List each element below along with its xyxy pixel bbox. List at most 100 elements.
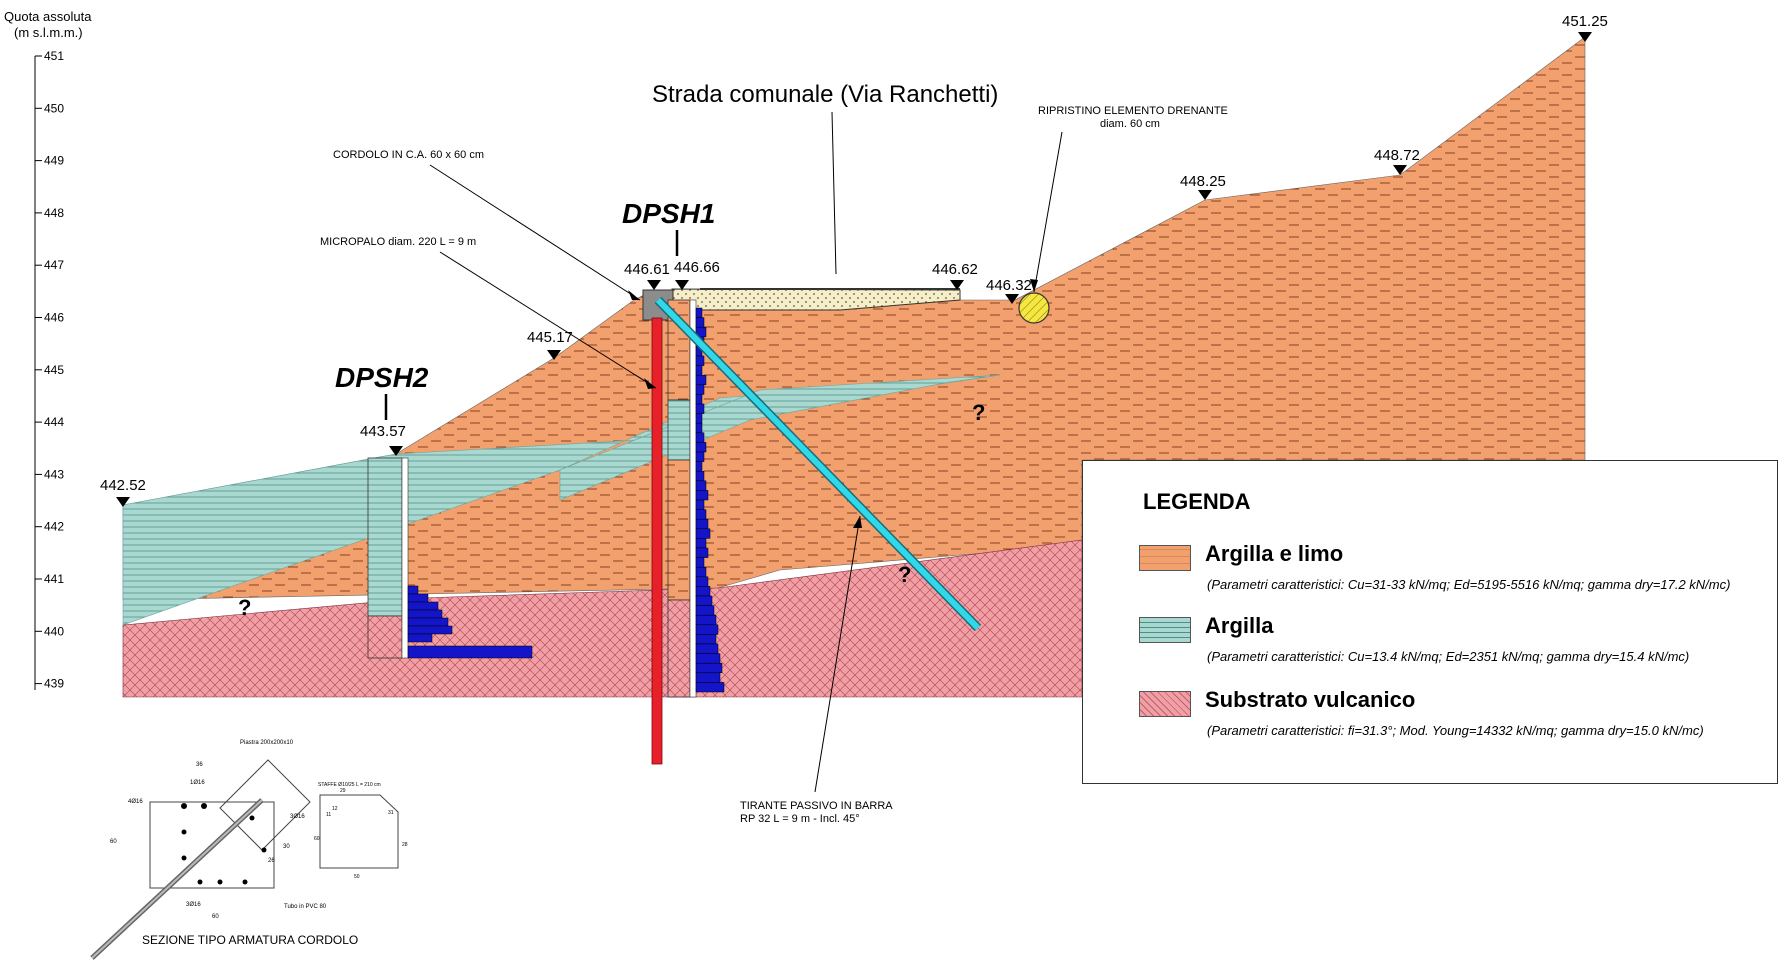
- elevation-marker: 443.57: [360, 423, 406, 456]
- penetrometer-bar: [695, 451, 705, 462]
- cordolo-label: CORDOLO IN C.A. 60 x 60 cm: [333, 149, 484, 161]
- axis-tick-label: 439: [44, 677, 64, 691]
- penetrometer-bar: [695, 355, 705, 366]
- unknown-mark: ?: [238, 595, 251, 620]
- dpsh1-column: [667, 299, 725, 698]
- drainage-element: [1018, 292, 1050, 324]
- layer-argilla-lens: [559, 374, 1001, 501]
- svg-text:3Ø16: 3Ø16: [290, 814, 305, 820]
- svg-text:11: 11: [326, 812, 331, 818]
- axis-tick-label: 445: [44, 363, 64, 377]
- axis-tick-label: 443: [44, 467, 64, 481]
- penetrometer-bar: [695, 576, 709, 587]
- penetrometer-bar: [695, 394, 703, 405]
- penetrometer-bar: [695, 566, 707, 578]
- penetrometer-bar: [695, 634, 717, 645]
- axis-tick-label: 440: [44, 624, 64, 638]
- svg-text:60: 60: [110, 839, 117, 845]
- svg-text:Piastra 200x200x10: Piastra 200x200x10: [240, 740, 294, 746]
- axis-tick-label: 444: [44, 415, 64, 429]
- elevation-marker: 448.25: [1180, 173, 1226, 200]
- svg-text:STAFFE Ø10/25 L = 210 cm: STAFFE Ø10/25 L = 210 cm: [318, 782, 381, 788]
- elevation-marker: 446.61: [624, 261, 670, 290]
- svg-text:50: 50: [354, 874, 360, 880]
- penetrometer-bar: [695, 586, 711, 597]
- unknown-mark: ?: [972, 400, 985, 425]
- svg-text:445.17: 445.17: [527, 329, 573, 346]
- svg-text:446.62: 446.62: [932, 261, 978, 278]
- penetrometer-bar: [695, 528, 711, 539]
- penetrometer-bar: [695, 403, 705, 414]
- penetrometer-bar: [695, 374, 707, 386]
- penetrometer-bar: [695, 662, 723, 674]
- penetrometer-bar: [695, 499, 705, 510]
- legend-title: LEGENDA: [1143, 489, 1251, 514]
- axis-tick-label: 449: [44, 154, 64, 168]
- legend: LEGENDA Argilla e limo (Parametri caratt…: [1082, 460, 1778, 784]
- penetrometer-bar: [695, 384, 705, 395]
- legend-desc: (Parametri caratteristici: fi=31.3°; Mod…: [1207, 723, 1704, 738]
- penetrometer-bar: [695, 413, 703, 424]
- dpsh2-column: [367, 457, 533, 659]
- penetrometer-bar: [695, 470, 705, 482]
- svg-text:28: 28: [402, 842, 408, 848]
- penetrometer-bar: [695, 672, 721, 683]
- svg-text:60: 60: [314, 836, 320, 842]
- elevation-marker: 445.17: [527, 329, 573, 360]
- road-label: Strada comunale (Via Ranchetti): [652, 81, 998, 108]
- legend-label: Argilla e limo: [1205, 541, 1344, 566]
- svg-text:12: 12: [332, 806, 338, 812]
- elevation-marker: 446.62: [932, 261, 978, 290]
- unknown-mark: ?: [898, 562, 911, 587]
- elevation-axis: Quota assoluta (m s.l.m.m.) 451450449448…: [4, 9, 92, 691]
- penetrometer-bar: [695, 557, 705, 568]
- axis-tick-label: 451: [44, 49, 64, 63]
- svg-text:451.25: 451.25: [1562, 13, 1608, 30]
- legend-label: Substrato vulcanico: [1205, 687, 1416, 712]
- svg-text:Tubo in PVC 80: Tubo in PVC 80: [284, 904, 327, 910]
- penetrometer-bar: [695, 547, 709, 558]
- svg-text:1Ø16: 1Ø16: [190, 780, 205, 786]
- svg-text:448.72: 448.72: [1374, 147, 1420, 164]
- penetrometer-bar: [695, 461, 703, 472]
- axis-tick-label: 450: [44, 101, 64, 115]
- legend-swatch: [1139, 545, 1191, 571]
- tirante-label: TIRANTE PASSIVO IN BARRA: [740, 800, 893, 812]
- penetrometer-bar: [695, 595, 713, 606]
- elevation-marker: 448.72: [1374, 147, 1420, 175]
- svg-text:30: 30: [283, 844, 290, 850]
- penetrometer-bar: [695, 682, 725, 693]
- penetrometer-bar: [695, 624, 719, 635]
- penetrometer-bar: [695, 490, 709, 501]
- axis-tick-label: 441: [44, 572, 64, 586]
- penetrometer-bar: [695, 307, 703, 318]
- penetrometer-bar: [695, 317, 705, 328]
- legend-desc: (Parametri caratteristici: Cu=13.4 kN/mq…: [1207, 649, 1690, 664]
- elevation-markers: 442.52 443.57 445.17 446.61 446.66 446.6…: [100, 13, 1608, 507]
- axis-tick-label: 446: [44, 311, 64, 325]
- legend-swatch: [1139, 691, 1191, 717]
- micropalo-label: MICROPALO diam. 220 L = 9 m: [320, 236, 476, 248]
- penetrometer-bar: [695, 480, 707, 491]
- dpsh1-label: DPSH1: [622, 198, 715, 229]
- penetrometer-bar: [695, 614, 717, 626]
- penetrometer-bar: [695, 643, 719, 654]
- tirante-label-sub: RP 32 L = 9 m - Incl. 45°: [740, 813, 860, 825]
- cordolo-reinforcement-detail: 36 1Ø16 4Ø16 60 3Ø16 60 Piastra 200x200x…: [90, 740, 408, 960]
- svg-text:448.25: 448.25: [1180, 173, 1226, 190]
- axis-tick-label: 447: [44, 258, 64, 272]
- svg-text:442.52: 442.52: [100, 477, 146, 494]
- penetrometer-bar: [695, 518, 709, 530]
- svg-text:446.61: 446.61: [624, 261, 670, 278]
- svg-text:36: 36: [196, 762, 203, 768]
- penetrometer-bar: [695, 605, 715, 616]
- svg-text:29: 29: [340, 788, 346, 794]
- penetrometer-bar: [695, 422, 703, 434]
- drain-label-sub: diam. 60 cm: [1100, 118, 1160, 130]
- svg-text:60: 60: [212, 914, 219, 920]
- svg-text:446.32: 446.32: [986, 277, 1032, 294]
- elevation-marker: 442.52: [100, 477, 146, 507]
- penetrometer-bar: [695, 538, 707, 549]
